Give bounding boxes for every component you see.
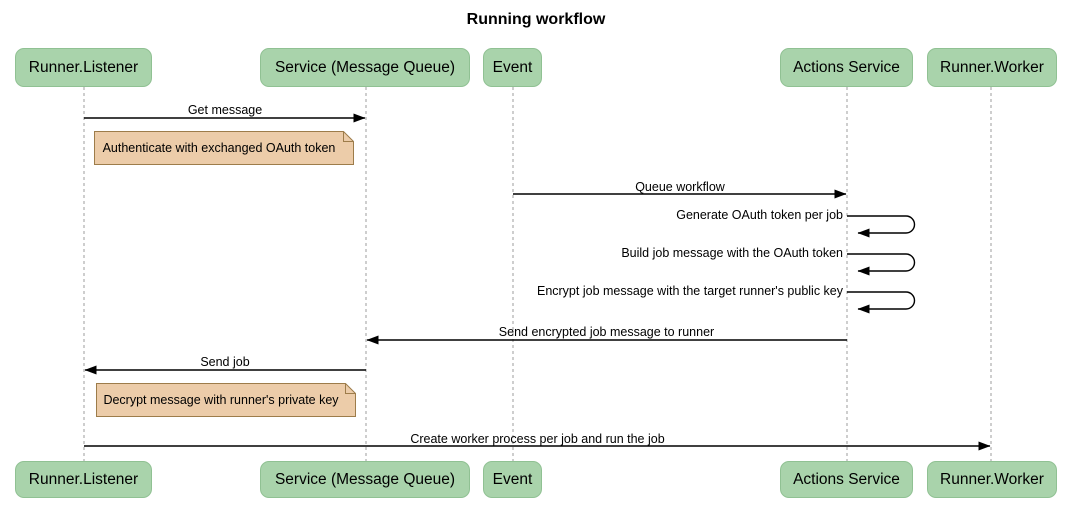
note-decrypt-private-key: Decrypt message with runner's private ke… xyxy=(96,383,356,417)
message-label-encrypt-job-message: Encrypt job message with the target runn… xyxy=(536,284,843,298)
note-text: Authenticate with exchanged OAuth token xyxy=(102,141,336,155)
participant-bottom-actions-service: Actions Service xyxy=(780,461,913,498)
note-authenticate-oauth: Authenticate with exchanged OAuth token xyxy=(94,131,354,165)
message-label-build-job-message: Build job message with the OAuth token xyxy=(621,246,843,260)
participant-bottom-runner-worker: Runner.Worker xyxy=(927,461,1057,498)
note-shape xyxy=(94,131,354,165)
arrow-self-encrypt-job-message xyxy=(847,291,916,314)
message-label-create-worker-process: Create worker process per job and run th… xyxy=(410,432,665,446)
participant-top-runner-worker: Runner.Worker xyxy=(927,48,1057,87)
arrow-self-generate-oauth-token xyxy=(847,215,916,238)
participant-top-runner-listener: Runner.Listener xyxy=(15,48,152,87)
message-label-send-encrypted-job-message: Send encrypted job message to runner xyxy=(498,325,715,339)
message-label-send-job: Send job xyxy=(200,355,250,369)
participant-top-event: Event xyxy=(483,48,542,87)
participant-bottom-runner-listener: Runner.Listener xyxy=(15,461,152,498)
note-text: Decrypt message with runner's private ke… xyxy=(103,393,339,407)
message-label-get-message: Get message xyxy=(187,103,263,117)
participant-top-actions-service: Actions Service xyxy=(780,48,913,87)
diagram-title: Running workflow xyxy=(466,11,606,28)
arrow-self-build-job-message xyxy=(847,253,916,276)
message-label-generate-oauth-token: Generate OAuth token per job xyxy=(676,208,843,222)
participant-bottom-event: Event xyxy=(483,461,542,498)
message-label-queue-workflow: Queue workflow xyxy=(635,180,725,194)
participant-top-service-message-queue: Service (Message Queue) xyxy=(260,48,470,87)
participant-bottom-service-message-queue: Service (Message Queue) xyxy=(260,461,470,498)
note-shape xyxy=(96,383,356,417)
